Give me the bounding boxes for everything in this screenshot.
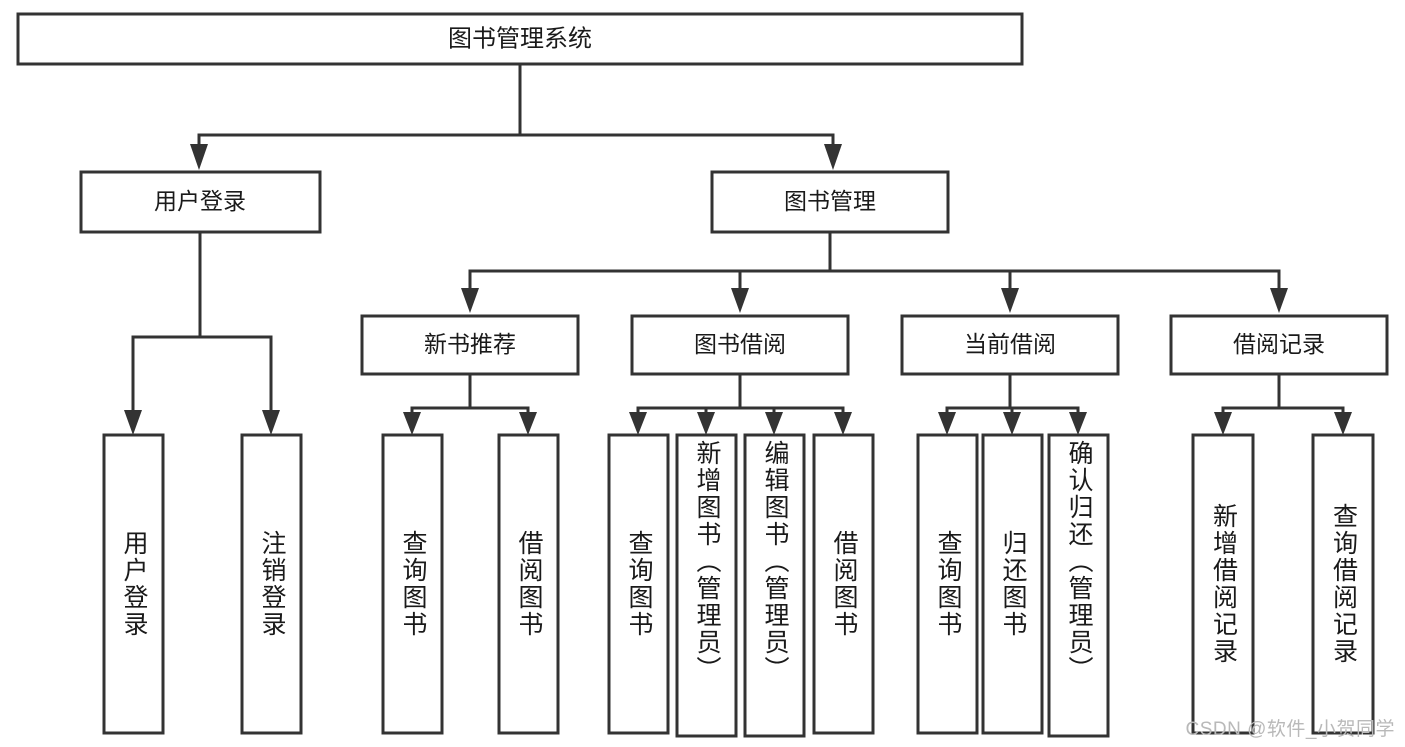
arrow-head-icon: [403, 412, 421, 435]
root-box: [16, 12, 1024, 66]
node-root[interactable]: 图书管理系统: [16, 12, 1024, 66]
leaf-box-edit-book[interactable]: [743, 433, 806, 738]
arrow-head-icon: [1003, 412, 1021, 435]
leaf-box-borrow-book-1[interactable]: [497, 433, 560, 735]
csdn-watermark: CSDN @软件_小贺同学: [1185, 719, 1395, 740]
book-borrow-label: 图书借阅: [694, 331, 786, 357]
arrow-head-icon: [731, 288, 749, 313]
current-borrow-box: [900, 314, 1120, 376]
leaf-box-logout[interactable]: [240, 433, 303, 735]
arrow-head-icon: [124, 410, 142, 435]
connector-bookborrow-to-leaves: [629, 372, 852, 435]
leaf-box-query-book-1[interactable]: [381, 433, 444, 735]
arrow-head-icon: [824, 144, 842, 170]
arrow-head-icon: [1214, 412, 1232, 435]
user-login-box: [79, 170, 322, 234]
new-book-recommend-box: [360, 314, 580, 376]
leaf-box-query-record[interactable]: [1311, 433, 1375, 735]
arrow-head-icon: [938, 412, 956, 435]
arrow-head-icon: [629, 412, 647, 435]
root-label: 图书管理系统: [448, 25, 592, 52]
arrow-head-icon: [765, 412, 783, 435]
arrow-head-icon: [1270, 288, 1288, 313]
book-management-label: 图书管理: [784, 188, 876, 214]
arrow-head-icon: [697, 412, 715, 435]
arrow-head-icon: [519, 412, 537, 435]
connector-currentborrow-to-leaves: [938, 372, 1087, 435]
arrow-head-icon: [1334, 412, 1352, 435]
user-login-label: 用户登录: [154, 188, 246, 214]
leaf-box-return-book[interactable]: [981, 433, 1044, 735]
leaf-box-add-record[interactable]: [1191, 433, 1255, 735]
leaf-box-query-book-2[interactable]: [607, 433, 670, 735]
leaf-box-user-login[interactable]: [102, 433, 165, 735]
connector-borrowrecord-to-leaves: [1214, 372, 1352, 435]
leaf-box-add-book[interactable]: [675, 433, 738, 738]
leaf-box-borrow-book-2[interactable]: [812, 433, 875, 735]
borrow-record-label: 借阅记录: [1233, 331, 1325, 357]
node-book-borrow[interactable]: 图书借阅: [630, 314, 850, 376]
arrow-head-icon: [1001, 288, 1019, 313]
connector-newbook-to-leaves: [403, 372, 537, 435]
arrow-head-icon: [834, 412, 852, 435]
arrow-head-icon: [190, 144, 208, 170]
connector-bookmgmt-to-level3: [461, 230, 1288, 313]
current-borrow-label: 当前借阅: [964, 331, 1056, 357]
leaf-box-query-book-3[interactable]: [916, 433, 979, 735]
connector-userlogin-to-leaves: [124, 230, 280, 435]
node-current-borrow[interactable]: 当前借阅: [900, 314, 1120, 376]
arrow-head-icon: [1069, 412, 1087, 435]
arrow-head-icon: [262, 410, 280, 435]
node-user-login[interactable]: 用户登录: [79, 170, 322, 234]
leaf-box-confirm-return[interactable]: [1047, 433, 1110, 738]
node-new-book-recommend[interactable]: 新书推荐: [360, 314, 580, 376]
node-book-management[interactable]: 图书管理: [710, 170, 950, 234]
node-borrow-record[interactable]: 借阅记录: [1169, 314, 1389, 376]
connector-root-to-level2: [190, 62, 842, 170]
arrow-head-icon: [461, 288, 479, 313]
new-book-recommend-label: 新书推荐: [424, 331, 516, 357]
